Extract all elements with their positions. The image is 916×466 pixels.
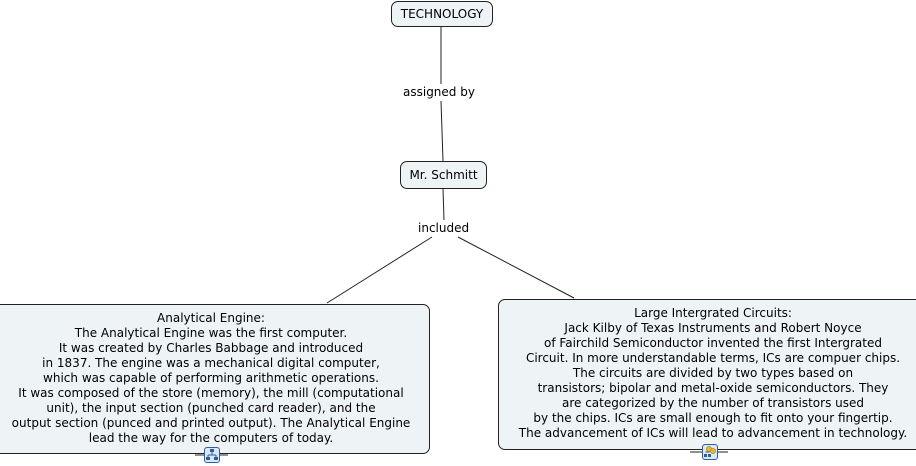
link-assigned-by-schmitt	[440, 100, 444, 162]
concept-mr-schmitt-label: Mr. Schmitt	[409, 167, 478, 182]
concept-map-resource-icon[interactable]	[204, 447, 220, 463]
analytical-engine-body: The Analytical Engine was the first comp…	[11, 326, 411, 445]
concept-mr-schmitt[interactable]: Mr. Schmitt	[400, 161, 487, 189]
linking-phrase-included-text: included	[418, 221, 470, 235]
linking-phrase-assigned-by-text: assigned by	[403, 85, 475, 99]
linking-phrase-included[interactable]: included	[416, 221, 472, 236]
concept-technology[interactable]: TECHNOLOGY	[391, 1, 493, 27]
link-included-analytical	[326, 236, 433, 304]
ics-body: Jack Kilby of Texas Instruments and Robe…	[518, 321, 908, 440]
concept-map-and-people-resource-icon[interactable]	[702, 444, 718, 460]
ics-title: Large Intergrated Circuits:	[634, 306, 792, 320]
link-schmitt-included	[442, 188, 445, 221]
link-included-ics	[457, 236, 575, 299]
linking-phrase-assigned-by[interactable]: assigned by	[401, 85, 477, 100]
concept-large-integrated-circuits[interactable]: Large Intergrated Circuits: Jack Kilby o…	[498, 299, 916, 450]
concept-technology-label: TECHNOLOGY	[400, 6, 484, 21]
concept-analytical-engine[interactable]: Analytical Engine: The Analytical Engine…	[0, 304, 430, 454]
analytical-engine-title: Analytical Engine:	[157, 311, 265, 325]
